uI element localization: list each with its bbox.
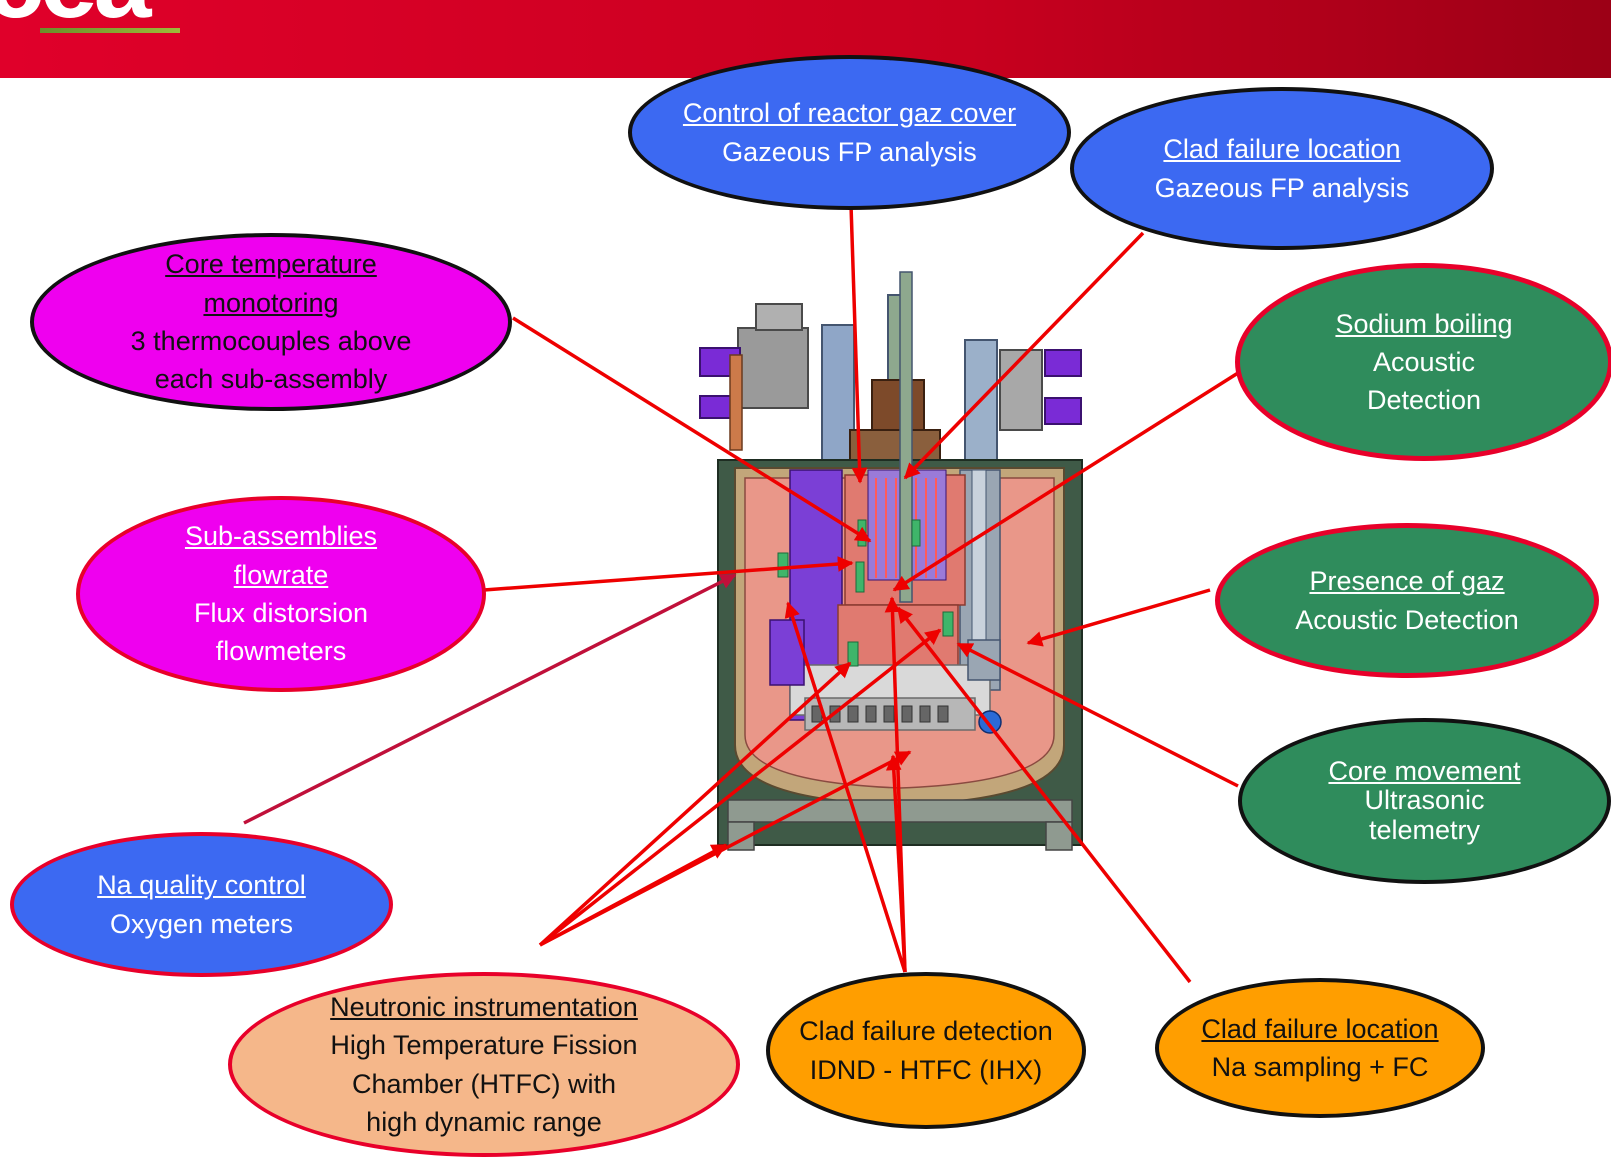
bubble-clad-location-gas: Clad failure location Gazeous FP analysi…	[1070, 87, 1494, 250]
arrow-core-movement	[956, 642, 1239, 788]
arrow-gaz-presence	[1026, 588, 1211, 647]
core-temp-title: Core temperature	[165, 249, 377, 280]
gas-cover-line1: Gazeous FP analysis	[722, 136, 977, 167]
bubble-neutronic: Neutronic instrumentation High Temperatu…	[228, 972, 740, 1157]
bubble-core-movement: Core movement Ultrasonic telemetry	[1238, 718, 1611, 884]
bubble-flowrate: Sub-assemblies flowrate Flux distorsion …	[76, 496, 486, 692]
core-movement-line2: telemetry	[1368, 814, 1481, 845]
bubble-sodium-boiling: Sodium boiling Acoustic Detection	[1235, 263, 1611, 461]
flowrate-title: Sub-assemblies	[184, 521, 378, 552]
clad-detection-line1: Clad failure detection	[799, 1016, 1053, 1047]
clad-location-na-title: Clad failure location	[1201, 1013, 1439, 1044]
na-quality-line1: Oxygen meters	[109, 908, 294, 939]
neutronic-line3: high dynamic range	[366, 1106, 602, 1137]
neutronic-line2: Chamber (HTFC) with	[351, 1068, 617, 1099]
arrow-clad-detection-1	[784, 601, 907, 973]
bubble-gaz-presence: Presence of gaz Acoustic Detection	[1215, 523, 1599, 678]
bubble-na-quality: Na quality control Oxygen meters	[10, 832, 393, 977]
arrow-neutronic-1	[538, 661, 852, 947]
cea-logo: cea	[0, 0, 200, 40]
bubble-clad-location-na: Clad failure location Na sampling + FC	[1155, 978, 1485, 1118]
core-movement-line1: Ultrasonic	[1364, 785, 1485, 816]
leader-lines	[243, 204, 1239, 984]
clad-detection-line2: IDND - HTFC (IHX)	[809, 1054, 1043, 1085]
clad-location-na-line1: Na sampling + FC	[1211, 1052, 1429, 1082]
arrow-clad-location-na	[896, 606, 1192, 984]
bubble-gas-cover: Control of reactor gaz cover Gazeous FP …	[628, 55, 1071, 210]
bubble-clad-detection: Clad failure detection IDND - HTFC (IHX)	[766, 972, 1086, 1129]
sodium-boiling-title: Sodium boiling	[1335, 308, 1513, 339]
neutronic-line1: High Temperature Fission	[330, 1030, 638, 1061]
flowrate-line2: flowmeters	[215, 636, 347, 667]
core-movement-title: Core movement	[1328, 756, 1521, 787]
na-quality-title: Na quality control	[97, 870, 306, 901]
flowrate-line1: Flux distorsion	[193, 598, 369, 628]
core-temp-title2: monotoring	[203, 287, 339, 318]
logo-underline	[40, 28, 180, 33]
gaz-presence-title: Presence of gaz	[1309, 566, 1505, 597]
arrow-clad-detection-3	[885, 754, 907, 973]
arrow-neutronic-2	[538, 628, 942, 947]
sodium-boiling-line1: Acoustic	[1372, 346, 1476, 377]
arrow-clad-location-gas	[903, 231, 1145, 480]
core-temp-line2: each sub-assembly	[154, 364, 388, 395]
gas-cover-title: Control of reactor gaz cover	[682, 98, 1017, 129]
sodium-boiling-line2: Detection	[1366, 385, 1482, 416]
neutronic-title: Neutronic instrumentation	[330, 991, 638, 1022]
clad-location-gas-line1: Gazeous FP analysis	[1154, 172, 1410, 203]
arrow-na-quality	[243, 573, 737, 825]
clad-location-gas-title: Clad failure location	[1163, 134, 1401, 165]
arrow-gas-cover	[849, 204, 868, 484]
flowrate-title2: flowrate	[233, 559, 329, 590]
bubble-core-temp: Core temperature monotoring 3 thermocoup…	[30, 233, 512, 411]
arrow-core-temp	[512, 316, 872, 543]
arrow-sodium-boiling	[892, 371, 1239, 592]
arrow-neutronic-4	[539, 843, 728, 947]
core-temp-line1: 3 thermocouples above	[130, 326, 412, 356]
arrow-flowrate	[483, 556, 854, 592]
gaz-presence-line1: Acoustic Detection	[1295, 604, 1519, 635]
